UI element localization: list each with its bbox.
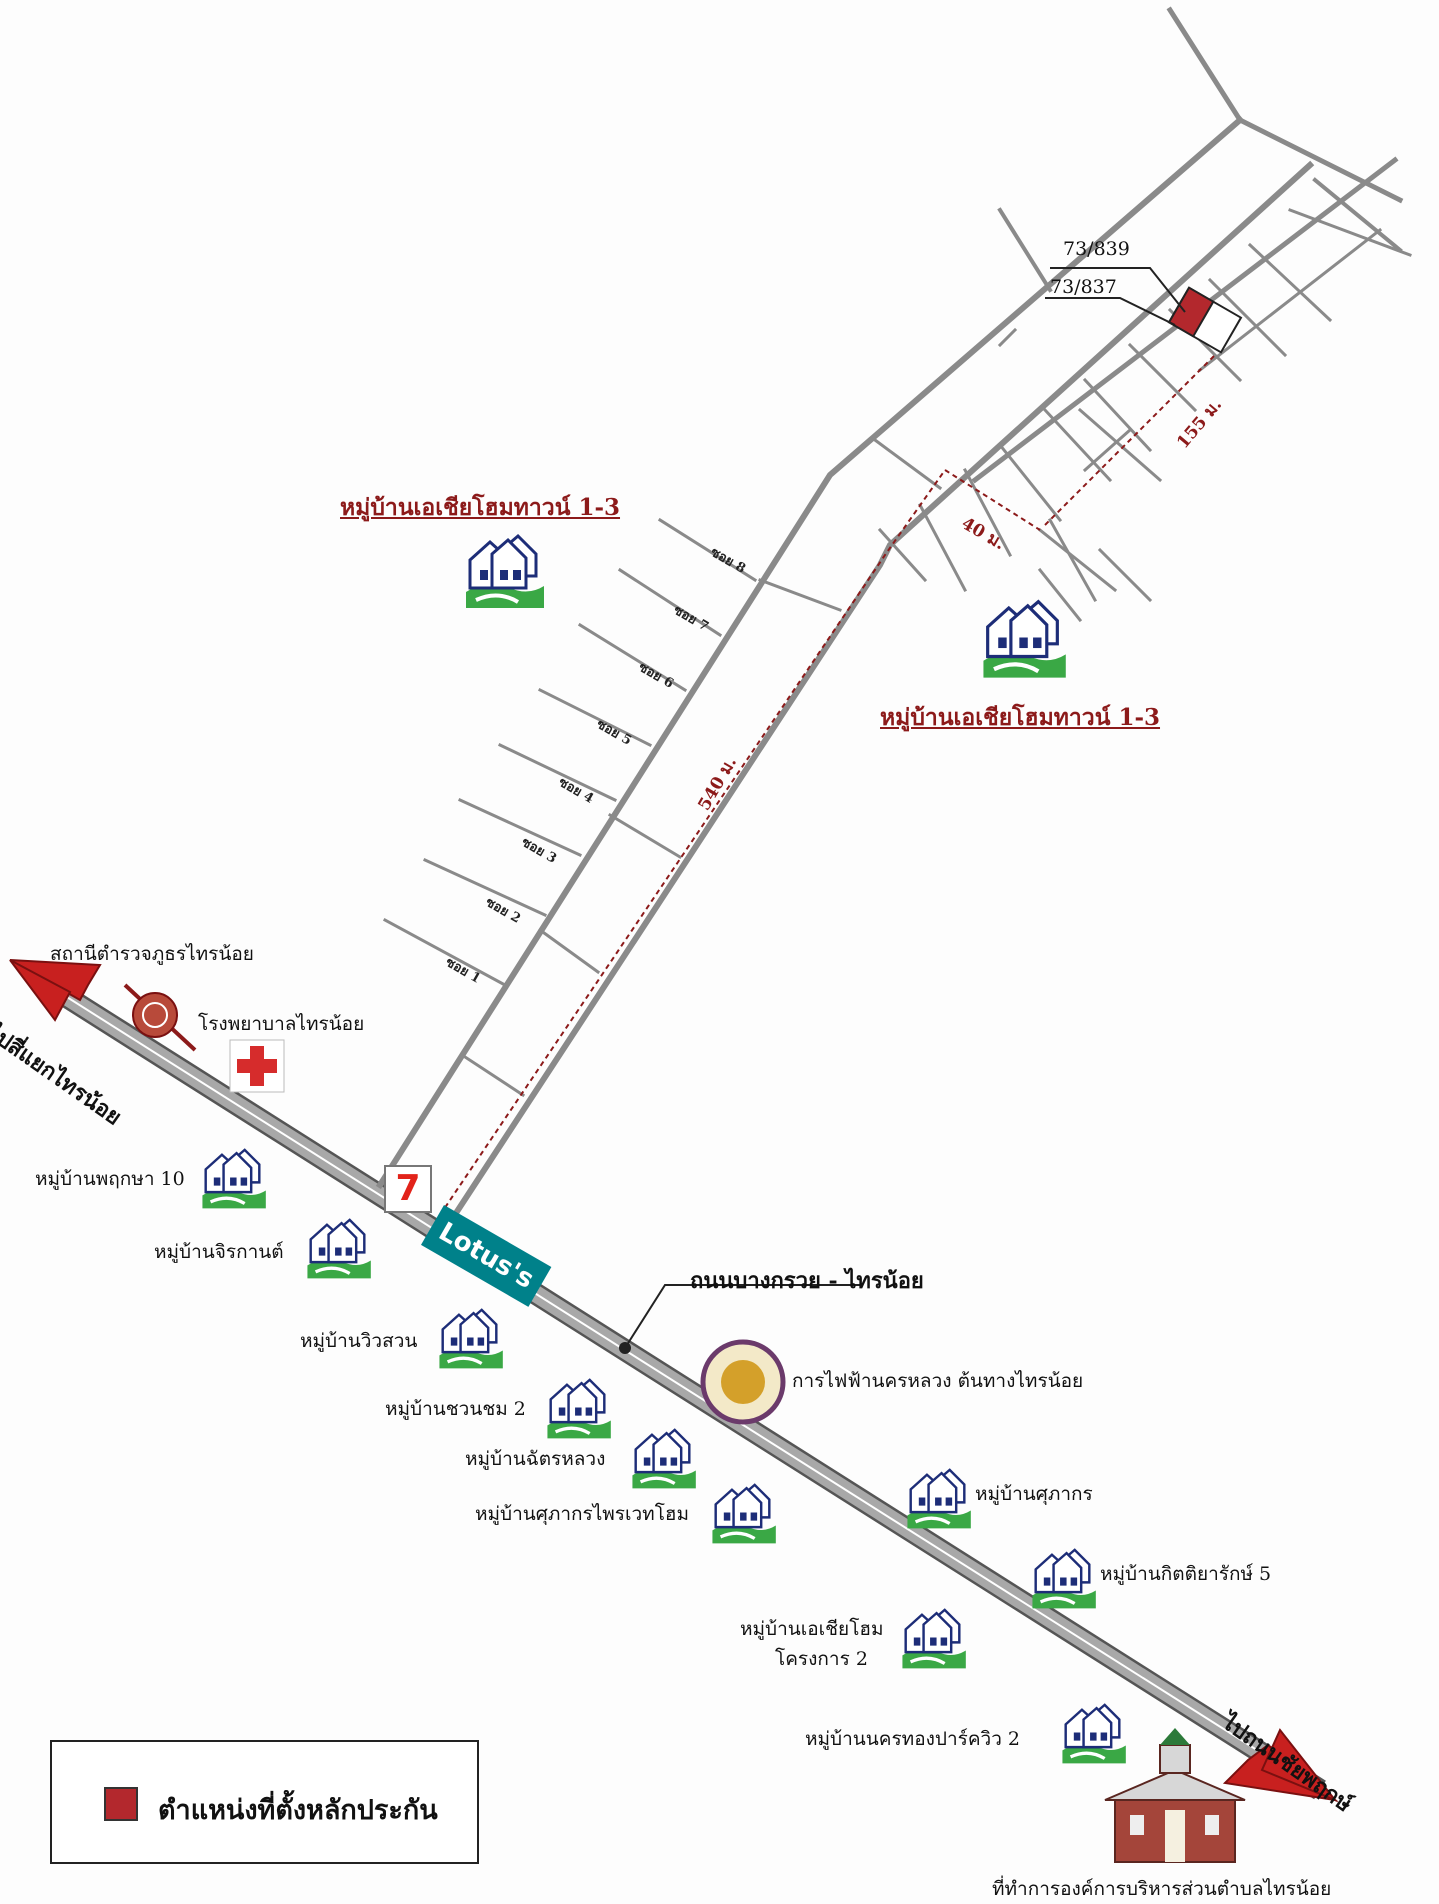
- dimension-lines: [439, 354, 1216, 1216]
- electric-label: การไฟฟ้านครหลวง ต้นทางไทรน้อย: [792, 1370, 1084, 1392]
- police-emblem: [123, 983, 197, 1052]
- plot-number-839: 73/839: [1063, 238, 1130, 260]
- road-pointer: [619, 1284, 860, 1354]
- village-label: หมู่บ้านจิรกานต์: [154, 1241, 284, 1263]
- legend-text: ตำแหน่งที่ตั้งหลักประกัน: [158, 1795, 438, 1826]
- plot-leader-839: [1050, 267, 1186, 313]
- side-road: [375, 6, 1412, 1215]
- village-title-right: หมู่บ้านเอเชียโฮมทาวน์ 1-3: [880, 704, 1161, 731]
- village-label: โครงการ 2: [775, 1648, 868, 1670]
- electric-authority-logo: [700, 1339, 786, 1425]
- village-label: หมู่บ้านฉัตรหลวง: [465, 1448, 606, 1470]
- village-label: หมู่บ้านชวนชม 2: [385, 1398, 526, 1420]
- legend: ตำแหน่งที่ตั้งหลักประกัน: [50, 1740, 479, 1864]
- hospital-icon: [229, 1039, 285, 1093]
- village-label: หมู่บ้านพฤกษา 10: [35, 1168, 185, 1190]
- plot-leader-837: [1045, 297, 1176, 326]
- main-road: [34, 970, 1326, 1800]
- village-label: หมู่บ้านศุภากรไพรเวทโฮม: [475, 1503, 690, 1525]
- tao-label: ที่ทำการองค์การบริหารส่วนตำบลไทรน้อย: [992, 1878, 1332, 1900]
- seven-eleven-logo: 7: [384, 1165, 432, 1213]
- police-label: สถานีตำรวจภูธรไทรน้อย: [50, 943, 254, 965]
- village-label: หมู่บ้านเอเชียโฮม: [740, 1618, 884, 1640]
- village-label: หมู่บ้านวิวสวน: [300, 1330, 418, 1352]
- legend-swatch: [104, 1787, 138, 1821]
- tao-building: [1104, 1728, 1246, 1863]
- collateral-parcel: [1167, 286, 1243, 354]
- village-label: หมู่บ้านนครทองปาร์ควิว 2: [805, 1728, 1020, 1750]
- village-label: หมู่บ้านกิตติยารักษ์ 5: [1100, 1563, 1272, 1585]
- main-road-label: ถนนบางกรวย - ไทรน้อย: [690, 1268, 924, 1294]
- hospital-label: โรงพยาบาลไทรน้อย: [198, 1013, 365, 1035]
- village-title-left: หมู่บ้านเอเชียโฮมทาวน์ 1-3: [340, 494, 621, 521]
- village-label: หมู่บ้านศุภากร: [975, 1483, 1093, 1505]
- plot-number-837: 73/837: [1050, 276, 1117, 298]
